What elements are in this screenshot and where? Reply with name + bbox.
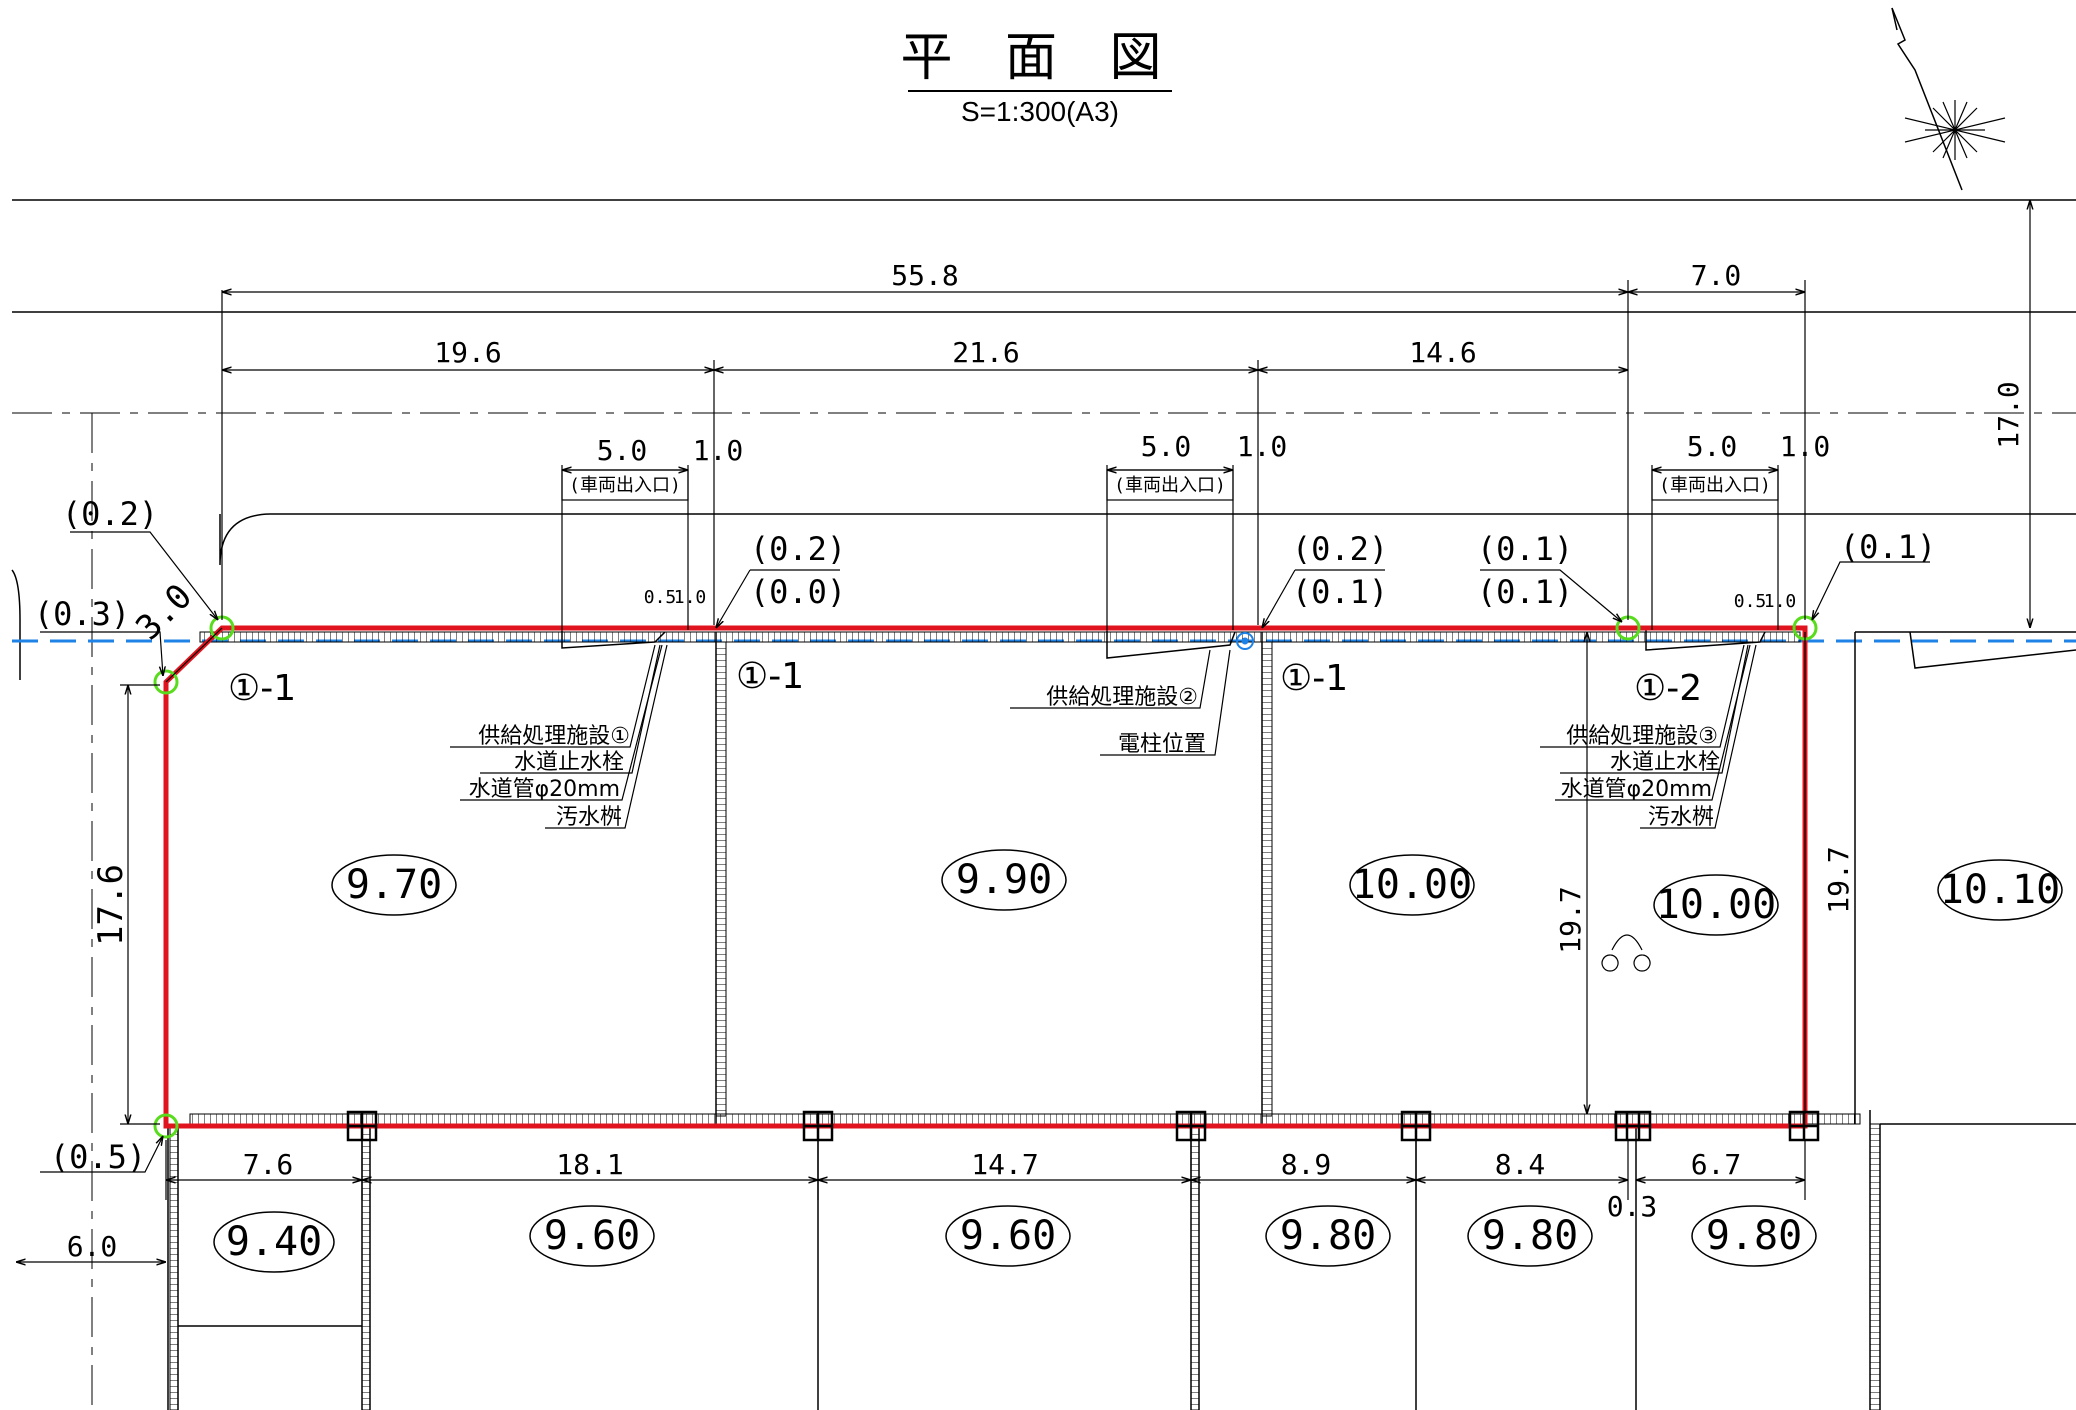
dim-seg2: 21.6 — [952, 336, 1019, 369]
lot-ids: ①-1 ①-1 ①-1 ①-2 — [228, 656, 1702, 709]
elevation-texts: 9.70 9.90 10.00 10.00 10.10 9.40 9.60 9.… — [226, 857, 2060, 1265]
dim-entry3-gap: 1.0 — [1780, 430, 1831, 463]
dim-bot4: 8.9 — [1281, 1148, 1332, 1181]
dim-entry2-width: 5.0 — [1141, 430, 1192, 463]
elev-e3: 10.00 — [1352, 862, 1472, 908]
elev-b5: 9.80 — [1482, 1213, 1578, 1259]
road-lines — [11, 199, 2076, 1410]
elev-e2: 9.90 — [956, 857, 1052, 903]
pole-marker-icon — [1236, 632, 1254, 650]
dim-entry1-width: 5.0 — [597, 434, 648, 467]
elev-b1: 9.40 — [226, 1219, 322, 1265]
gutter-hatch — [169, 631, 1881, 1410]
dim-inner-vert2: 19.7 — [1822, 846, 1855, 913]
offset-o3a: (0.2) — [750, 530, 846, 568]
dimension-lines — [16, 200, 2030, 1262]
drawing-title-block: 平 面 図 S=1:300(A3) — [900, 28, 1180, 128]
offset-o4a: (0.2) — [1292, 530, 1388, 568]
dim-entry1-gap: 1.0 — [693, 434, 744, 467]
dim-bot2: 18.1 — [556, 1148, 623, 1181]
elev-b3: 9.60 — [960, 1213, 1056, 1259]
dim-total-top: 55.8 — [891, 259, 958, 292]
dim-entry3-width: 5.0 — [1687, 430, 1738, 463]
offset-o7: (0.5) — [50, 1138, 146, 1176]
offset-o5b: (0.1) — [1477, 573, 1573, 611]
lot-id-c: ①-1 — [1280, 658, 1348, 699]
offset-o1: (0.2) — [62, 495, 158, 533]
offset-labels: (0.2) (0.3) (0.2) (0.0) (0.2) (0.1) (0.1… — [34, 495, 1936, 1176]
facility2-label: 供給処理施設② — [1046, 685, 1198, 710]
pipe3-label: 水道管φ20mm — [1561, 777, 1712, 802]
corner-chamfer — [165, 627, 223, 683]
pole-label: 電柱位置 — [1118, 732, 1206, 757]
elev-e5: 10.10 — [1940, 867, 2060, 913]
dim-small-a1: 0.5 — [644, 587, 677, 608]
lot-id-a: ①-1 — [228, 668, 296, 709]
facility-labels: 供給処理施設① 水道止水栓 水道管φ20mm 汚水桝 供給処理施設② 電柱位置 … — [469, 685, 1720, 830]
boundary-marker-icon — [153, 1113, 179, 1139]
dim-right-vert: 17.0 — [1992, 381, 2025, 448]
pipe1-label: 水道管φ20mm — [469, 777, 620, 802]
leader-lines — [40, 531, 1930, 1173]
dim-bot1: 7.6 — [243, 1148, 294, 1181]
sewer3-label: 汚水桝 — [1648, 805, 1714, 830]
dim-inner-vert1: 19.7 — [1554, 886, 1587, 953]
offset-o2: (0.3) — [34, 595, 130, 633]
dim-seg3: 14.6 — [1409, 336, 1476, 369]
entry2-label: (車両出入口) — [1114, 475, 1226, 496]
dim-seg1: 19.6 — [434, 336, 501, 369]
dashed-curve — [1601, 934, 1651, 972]
elev-e1: 9.70 — [346, 862, 442, 908]
entry3-label: (車両出入口) — [1659, 475, 1771, 496]
elevation-ovals — [213, 849, 2063, 1273]
boundary-posts — [346, 1110, 1820, 1142]
entrance-curbs — [561, 630, 2076, 669]
lot-id-b: ①-1 — [736, 656, 804, 697]
facility1-label: 供給処理施設① — [478, 724, 630, 749]
dim-right-top: 7.0 — [1691, 259, 1742, 292]
drawing-scale: S=1:300(A3) — [961, 96, 1119, 127]
dim-corner: 3.0 — [128, 576, 200, 648]
offset-o4b: (0.1) — [1292, 573, 1388, 611]
entry1-label: (車両出入口) — [569, 475, 681, 496]
dim-entry2-gap: 1.0 — [1237, 430, 1288, 463]
elev-e4: 10.00 — [1656, 882, 1776, 928]
facility3-label: 供給処理施設③ — [1566, 724, 1718, 749]
dim-bot6: 6.7 — [1691, 1148, 1742, 1181]
dim-small-a2: 0.5 — [1734, 591, 1767, 612]
offset-o3b: (0.0) — [750, 573, 846, 611]
lot-id-d: ①-2 — [1634, 668, 1702, 709]
stopcock3-label: 水道止水栓 — [1610, 750, 1720, 775]
dim-bot5: 8.4 — [1495, 1148, 1546, 1181]
north-arrow-icon — [1891, 7, 2006, 191]
dim-left-width: 6.0 — [67, 1230, 118, 1263]
elev-b6: 9.80 — [1706, 1213, 1802, 1259]
dim-small-b1: 1.0 — [674, 587, 707, 608]
dim-small-b2: 1.0 — [1764, 591, 1797, 612]
elev-b2: 9.60 — [544, 1213, 640, 1259]
dim-bot3: 14.7 — [971, 1148, 1038, 1181]
boundary-marker-icon — [153, 669, 179, 695]
offset-o6: (0.1) — [1840, 528, 1936, 566]
title-underline — [908, 90, 1172, 92]
stopcock1-label: 水道止水栓 — [514, 750, 624, 775]
dim-left-vert: 17.6 — [91, 864, 131, 946]
elev-b4: 9.80 — [1280, 1213, 1376, 1259]
sewer1-label: 汚水桝 — [556, 805, 622, 830]
offset-o5a: (0.1) — [1477, 530, 1573, 568]
drawing-title: 平 面 図 — [900, 28, 1180, 88]
dim-bot-small: 0.3 — [1607, 1190, 1658, 1223]
